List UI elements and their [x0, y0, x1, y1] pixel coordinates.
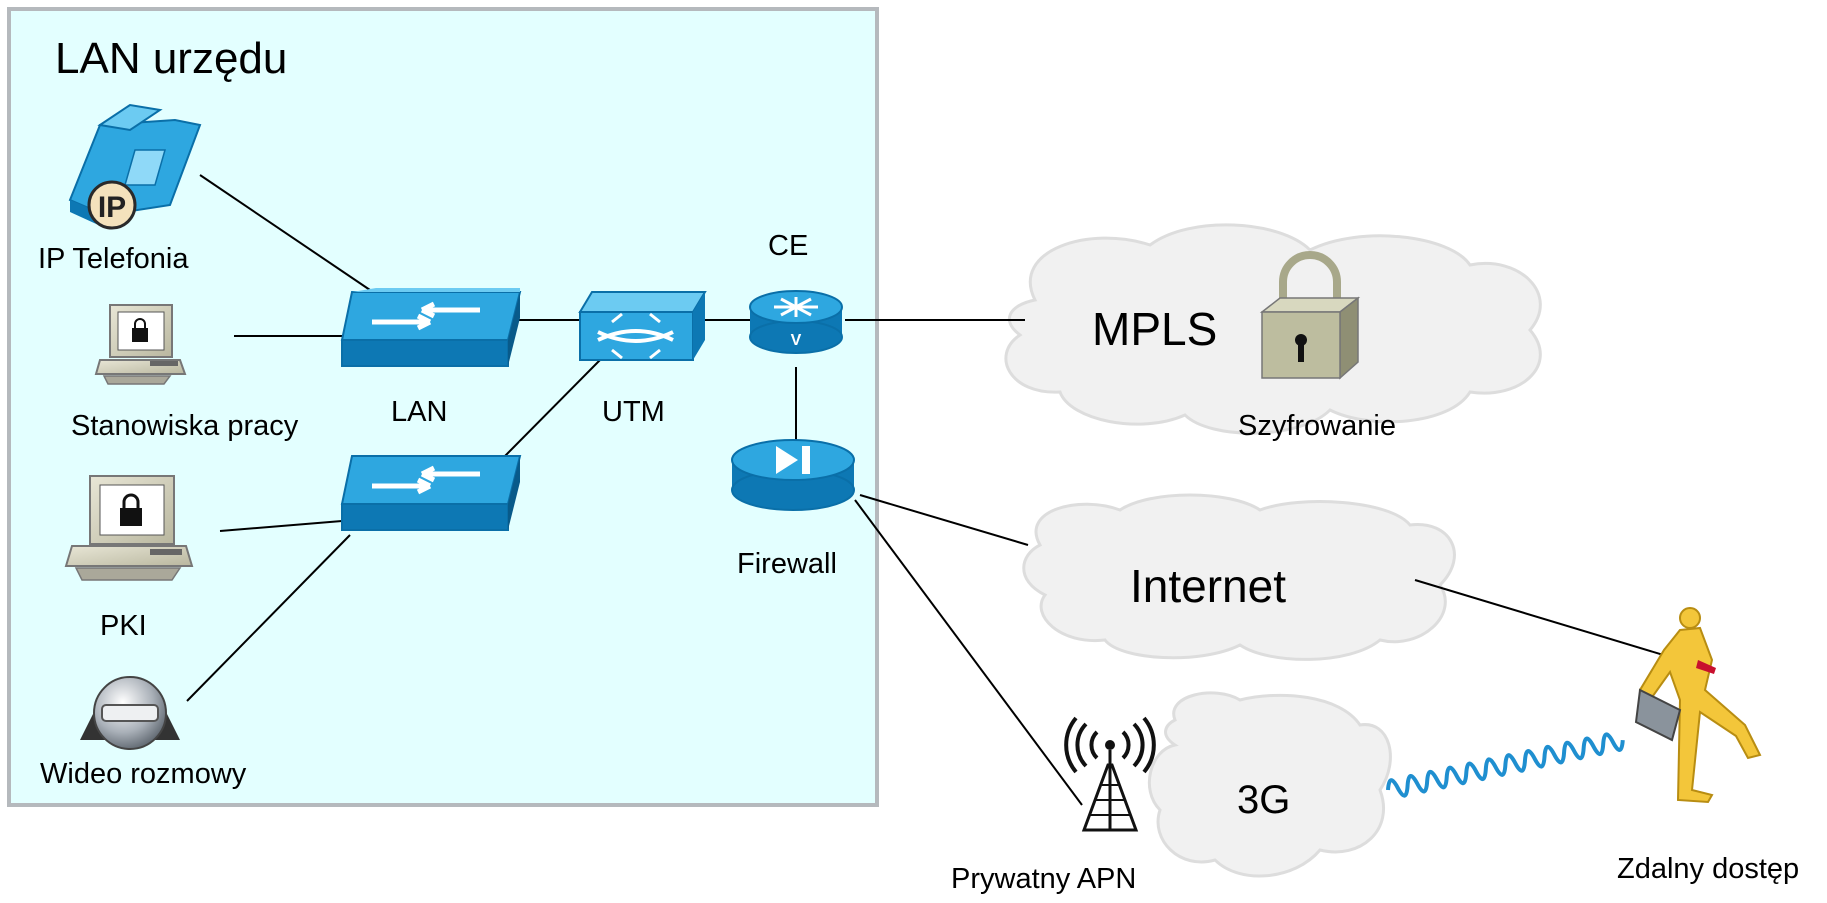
firewall-label: Firewall: [737, 548, 837, 580]
router-icon: V: [749, 290, 843, 354]
mobile-cloud: [1147, 691, 1392, 878]
firewall-icon: [731, 439, 855, 511]
utm-icon: [578, 291, 707, 361]
workstation-icon: [94, 304, 187, 385]
internet-cloud: [1022, 493, 1456, 661]
encryption-label: Szyfrowanie: [1238, 410, 1396, 442]
wireless-link: [1386, 732, 1625, 798]
link-firewall-internet: [859, 494, 1029, 546]
utm-label: UTM: [602, 396, 665, 428]
links: [186, 174, 1681, 806]
remote-access-label: Zdalny dostęp: [1617, 853, 1800, 885]
radio-tower-icon: [1064, 716, 1156, 832]
running-user-icon: [1634, 607, 1762, 804]
lan-switch-label: LAN: [391, 396, 448, 428]
switch-icon: [340, 288, 522, 367]
pki-label: PKI: [100, 610, 147, 642]
switch-icon-2: [340, 455, 522, 531]
svg-text:V: V: [791, 332, 802, 349]
internet-label: Internet: [1130, 560, 1286, 612]
video-label: Wideo rozmowy: [40, 758, 247, 790]
video-camera-icon: [80, 676, 180, 750]
ip-badge-text: IP: [98, 191, 126, 224]
mpls-label: MPLS: [1092, 303, 1218, 355]
padlock-icon: [1259, 251, 1361, 380]
ip-phone-icon: IP: [68, 103, 202, 230]
ce-label: CE: [768, 230, 809, 262]
link-utm-lan2: [504, 359, 601, 457]
secure-terminal-icon: [64, 475, 194, 581]
link-firewall-apn: [854, 499, 1083, 806]
mobile-label: 3G: [1237, 778, 1291, 822]
link-internet-remote: [1414, 579, 1681, 661]
workstation-label: Stanowiska pracy: [71, 410, 299, 442]
ip-phone-label: IP Telefonia: [38, 243, 189, 275]
link-pki-lan2: [219, 520, 343, 532]
apn-label: Prywatny APN: [951, 863, 1137, 895]
lan-zone-title: LAN urzędu: [55, 34, 288, 83]
link-video-lan2: [186, 534, 351, 702]
link-phone-lan: [199, 174, 371, 291]
